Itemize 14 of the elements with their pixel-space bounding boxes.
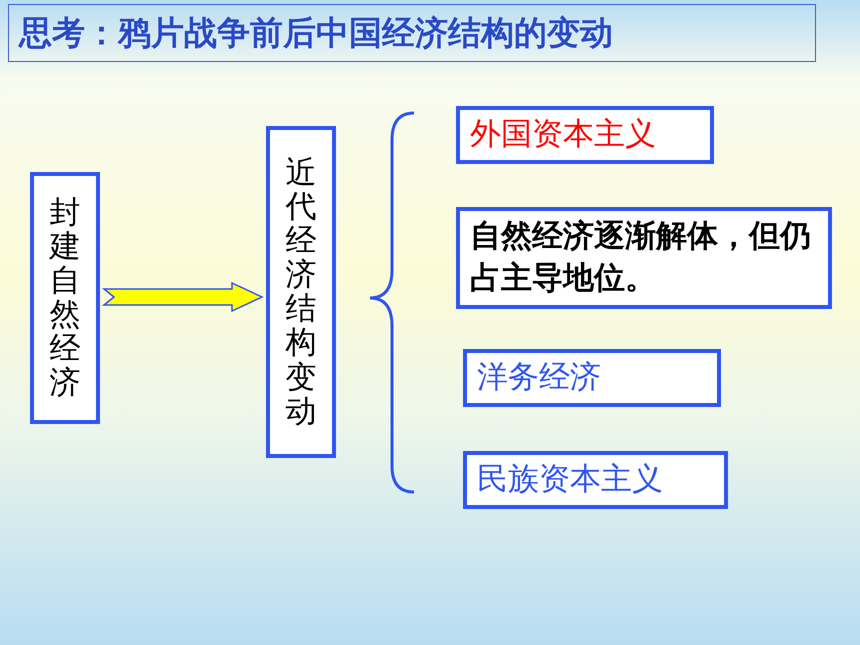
text-box <box>463 451 728 509</box>
title: 思考：鸦片战争前后中国经济结构的变动 <box>8 4 816 62</box>
box-label: 自然经济逐渐解体，但仍占主导地位。 <box>470 217 812 298</box>
text-box <box>456 207 832 309</box>
block-arrow <box>102 282 264 312</box>
box-label: 外国资本主义 <box>470 115 657 154</box>
text-box <box>456 106 714 164</box>
box-label: 封建自然经济 <box>50 196 80 400</box>
box-label: 洋务经济 <box>477 358 602 398</box>
text-box <box>266 126 336 458</box>
box-label: 近代经济结构变动 <box>286 156 316 428</box>
text-box <box>30 172 100 424</box>
box-label: 民族资本主义 <box>477 460 664 500</box>
text-box <box>463 349 721 407</box>
